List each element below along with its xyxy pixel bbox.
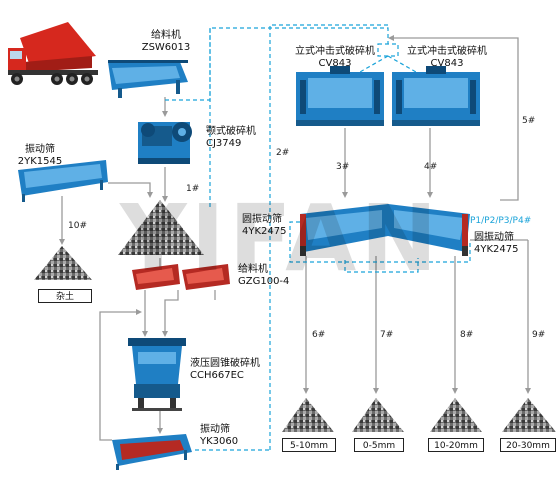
flow-label-2: 2#	[276, 148, 290, 158]
arrowheads	[59, 35, 531, 434]
round-screen-right-name: 圆振动筛	[474, 232, 514, 243]
round-screen-right-label: 圆振动筛 4YK2475	[474, 232, 518, 256]
product-box-10-20mm: 10-20mm	[428, 438, 484, 452]
product-box-5-10mm: 5-10mm	[282, 438, 336, 452]
feeder-mid-machines	[132, 264, 230, 290]
vsi-left-name: 立式冲击式破碎机	[295, 46, 375, 57]
screen-bottom-name: 振动筛	[200, 424, 230, 435]
stone-piles	[34, 200, 556, 432]
screen-left-model: 2YK1545	[17, 156, 63, 167]
product-box-0-5mm: 0-5mm	[354, 438, 404, 452]
round-screen-left-label: 圆振动筛 4YK2475	[242, 214, 286, 238]
flow-label-9: 9#	[532, 330, 546, 340]
stone-pile-p3	[430, 398, 482, 432]
flow-lines	[61, 37, 529, 441]
stone-pile-p1	[282, 398, 334, 432]
flow-label-1: 1#	[186, 184, 200, 194]
screen-bottom-machine	[112, 434, 192, 470]
flow-label-3: 3#	[336, 162, 350, 172]
flow-line-feeder-cone-b	[164, 290, 179, 335]
jaw-crusher-machine	[138, 122, 192, 164]
screen-left-machine	[18, 160, 108, 202]
watermark-text: YIFAN	[120, 185, 442, 292]
feeder-top-machine	[108, 60, 188, 98]
stone-pile-waste	[34, 246, 92, 280]
flow-line-screen-pile	[108, 182, 151, 196]
vsi-left-model: CV843	[318, 58, 352, 69]
stone-pile-p2	[352, 398, 404, 432]
vsi-right-label: 立式冲击式破碎机 CV843	[392, 46, 502, 70]
feeder-top-label: 给料机 ZSW6013	[126, 30, 206, 54]
flow-label-8: 8#	[460, 330, 474, 340]
flow-label-ports: P1/P2/P3/P4#	[470, 216, 532, 226]
flow-line-5	[390, 37, 519, 201]
flow-label-4: 4#	[424, 162, 438, 172]
product-box-20-30mm: 20-30mm	[500, 438, 556, 452]
flow-label-5: 5#	[522, 116, 536, 126]
round-screen-right-machine	[388, 204, 470, 256]
flow-label-6: 6#	[312, 330, 326, 340]
cone-crusher-name: 液压圆锥破碎机	[190, 358, 260, 369]
flow-label-10: 10#	[68, 221, 87, 231]
round-screen-left-machine	[300, 204, 388, 256]
feeder-mid-label: 给料机 GZG100-4	[238, 264, 289, 288]
vsi-crusher-right-machine	[392, 66, 480, 126]
feeder-top-name: 给料机	[151, 30, 181, 41]
round-screen-left-model: 4YK2475	[242, 226, 287, 237]
screen-left-name: 振动筛	[25, 144, 55, 155]
dashed-conveyor-lines	[165, 24, 471, 451]
feeder-top-model: ZSW6013	[141, 42, 191, 53]
flow-label-7: 7#	[380, 330, 394, 340]
vsi-right-name: 立式冲击式破碎机	[407, 46, 487, 57]
screen-bottom-label: 振动筛 YK3060	[200, 424, 238, 448]
flow-line-return	[99, 311, 140, 441]
dump-truck	[8, 22, 98, 85]
stone-pile-p4	[502, 398, 556, 432]
product-box-waste: 杂土	[38, 289, 92, 303]
feeder-mid-name: 给料机	[238, 264, 268, 275]
vsi-left-label: 立式冲击式破碎机 CV843	[280, 46, 390, 70]
screen-bottom-model: YK3060	[200, 436, 239, 447]
jaw-crusher-model: CJ3749	[206, 138, 242, 149]
vsi-right-model: CV843	[430, 58, 464, 69]
cone-crusher-label: 液压圆锥破碎机 CCH667EC	[190, 358, 260, 382]
stone-pile-main	[118, 200, 204, 255]
round-screen-right-model: 4YK2475	[474, 244, 519, 255]
jaw-crusher-label: 颚式破碎机 CJ3749	[206, 126, 256, 150]
jaw-crusher-name: 颚式破碎机	[206, 126, 256, 137]
cone-crusher-machine	[128, 338, 186, 411]
cone-crusher-model: CCH667EC	[190, 370, 244, 381]
feeder-mid-model: GZG100-4	[238, 276, 290, 287]
vsi-crusher-left-machine	[296, 66, 384, 126]
round-screen-left-name: 圆振动筛	[242, 214, 282, 225]
screen-left-label: 振动筛 2YK1545	[0, 144, 80, 168]
